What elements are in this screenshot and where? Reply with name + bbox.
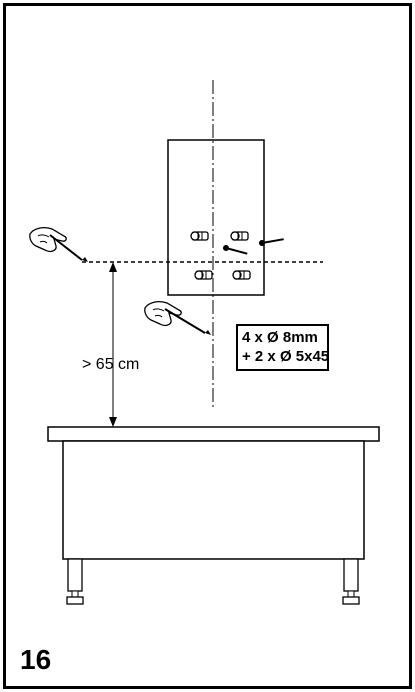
bracket-template — [167, 139, 265, 296]
wall-plug-icon — [194, 270, 213, 280]
height-label: > 65 cm — [82, 356, 140, 373]
wall-plug-icon — [230, 231, 249, 241]
cabinet — [47, 426, 380, 605]
pencil-hand-icon — [144, 301, 211, 335]
fixings-line-1: 4 x Ø 8mm — [242, 329, 318, 346]
wall-plug-icon — [232, 270, 251, 280]
step-number: 16 — [20, 644, 52, 675]
fixings-spec-box: 4 x Ø 8mm + 2 x Ø 5x45 — [236, 324, 329, 371]
height-dimension-arrow — [109, 262, 117, 427]
wall-plug-icon — [190, 231, 209, 241]
fixings-line-2: + 2 x Ø 5x45 — [242, 348, 330, 365]
pencil-hand-icon — [29, 227, 88, 262]
screw-icon — [223, 245, 248, 255]
screw-icon — [259, 238, 284, 246]
